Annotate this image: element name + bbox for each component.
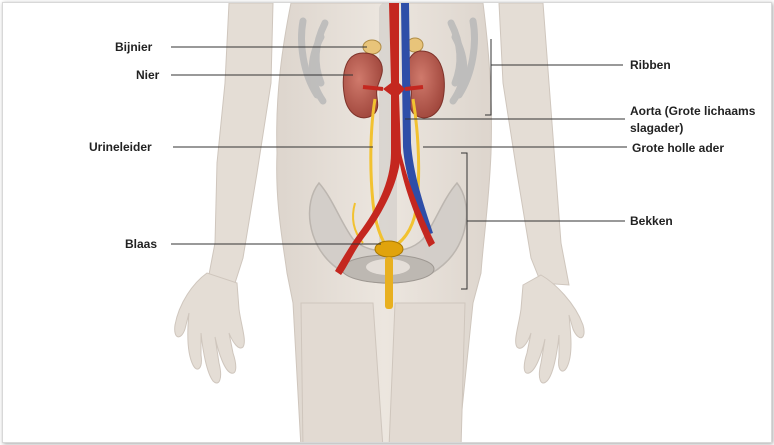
bladder <box>375 241 403 257</box>
label-nier: Nier <box>136 68 159 82</box>
left-arm-silhouette <box>207 3 273 285</box>
right-arm-silhouette <box>499 3 569 285</box>
label-aorta-line2: slagader) <box>630 121 683 135</box>
label-bekken: Bekken <box>630 214 673 228</box>
kidney-left <box>343 53 382 118</box>
label-urineleider: Urineleider <box>89 140 152 154</box>
label-ribben: Ribben <box>630 58 671 72</box>
label-aorta-line1: Aorta (Grote lichaams <box>630 104 755 118</box>
right-hand-silhouette <box>516 275 584 383</box>
label-blaas: Blaas <box>125 237 157 251</box>
left-hand-silhouette <box>175 273 245 383</box>
label-grote-holle-ader: Grote holle ader <box>632 141 724 155</box>
kidney-right <box>406 51 445 118</box>
urethra <box>385 257 393 309</box>
label-bijnier: Bijnier <box>115 40 152 54</box>
